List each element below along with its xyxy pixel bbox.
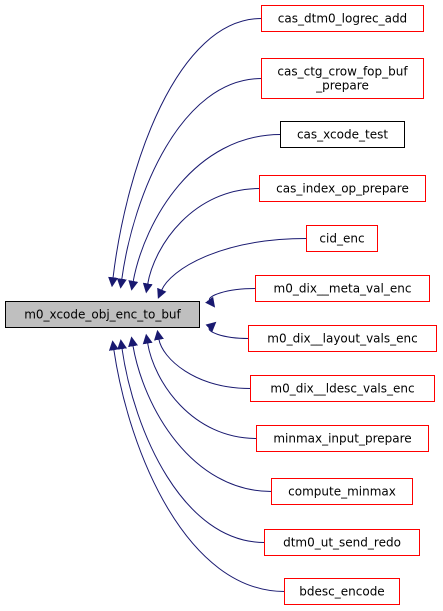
caller-node-box[interactable]: [264, 529, 420, 556]
call-edge: [142, 333, 257, 439]
caller-node[interactable]: compute_minmax: [271, 478, 413, 505]
caller-node-label: compute_minmax: [288, 485, 396, 499]
caller-node-box[interactable]: [261, 58, 424, 99]
root-node-label: m0_xcode_obj_enc_to_buf: [24, 308, 181, 322]
call-edge: [108, 18, 262, 288]
caller-node[interactable]: cas_index_op_prepare: [259, 175, 426, 202]
caller-node-box[interactable]: [250, 375, 435, 402]
call-edge: [142, 188, 260, 294]
root-node-box[interactable]: [5, 301, 200, 328]
call-edge: [205, 288, 256, 308]
caller-node-label: cas_dtm0_logrec_add: [278, 12, 407, 26]
call-edge: [154, 329, 251, 389]
nodes: m0_xcode_obj_enc_to_buf cas_dtm0_logrec_a…: [5, 5, 437, 605]
caller-node-box[interactable]: [248, 325, 437, 352]
caller-node[interactable]: cid_enc: [306, 225, 378, 252]
call-edge: [157, 238, 307, 299]
caller-node-label: m0_dix__layout_vals_enc: [267, 332, 417, 346]
caller-node-label: cid_enc: [319, 232, 364, 246]
call-edge: [116, 78, 262, 289]
caller-node[interactable]: cas_ctg_crow_fop_buf_prepare: [261, 58, 424, 99]
call-edge: [117, 339, 265, 543]
call-edge: [205, 321, 249, 339]
caller-node-label: dtm0_ut_send_redo: [283, 536, 401, 550]
caller-node[interactable]: bdesc_encode: [284, 578, 400, 605]
caller-node-label: bdesc_encode: [299, 585, 384, 599]
caller-node-label: cas_ctg_crow_fop_buf: [277, 65, 408, 79]
root-node[interactable]: m0_xcode_obj_enc_to_buf: [5, 301, 200, 328]
caller-node[interactable]: minmax_input_prepare: [256, 425, 429, 452]
caller-node[interactable]: m0_dix__meta_val_enc: [255, 275, 430, 302]
call-edge: [128, 336, 272, 492]
edges: [108, 18, 307, 592]
caller-node-label: cas_xcode_test: [297, 128, 388, 142]
caller-node[interactable]: m0_dix__layout_vals_enc: [248, 325, 437, 352]
caller-node-label: m0_dix__meta_val_enc: [274, 282, 412, 296]
caller-node[interactable]: cas_dtm0_logrec_add: [261, 5, 424, 32]
caller-node-box[interactable]: [259, 175, 426, 202]
caller-node-box[interactable]: [280, 121, 405, 148]
caller-node-box[interactable]: [261, 5, 424, 32]
caller-node[interactable]: dtm0_ut_send_redo: [264, 529, 420, 556]
call-edge: [108, 340, 285, 592]
caller-node-box[interactable]: [256, 425, 429, 452]
call-edge: [128, 134, 281, 291]
caller-node[interactable]: m0_dix__ldesc_vals_enc: [250, 375, 435, 402]
caller-node-label: minmax_input_prepare: [273, 432, 411, 446]
caller-node-box[interactable]: [284, 578, 400, 605]
caller-node-label: _prepare: [315, 79, 369, 93]
caller-node-label: cas_index_op_prepare: [276, 182, 409, 196]
caller-node-label: m0_dix__ldesc_vals_enc: [270, 382, 414, 396]
caller-node[interactable]: cas_xcode_test: [280, 121, 405, 148]
caller-node-box[interactable]: [255, 275, 430, 302]
caller-node-box[interactable]: [306, 225, 378, 252]
caller-node-box[interactable]: [271, 478, 413, 505]
